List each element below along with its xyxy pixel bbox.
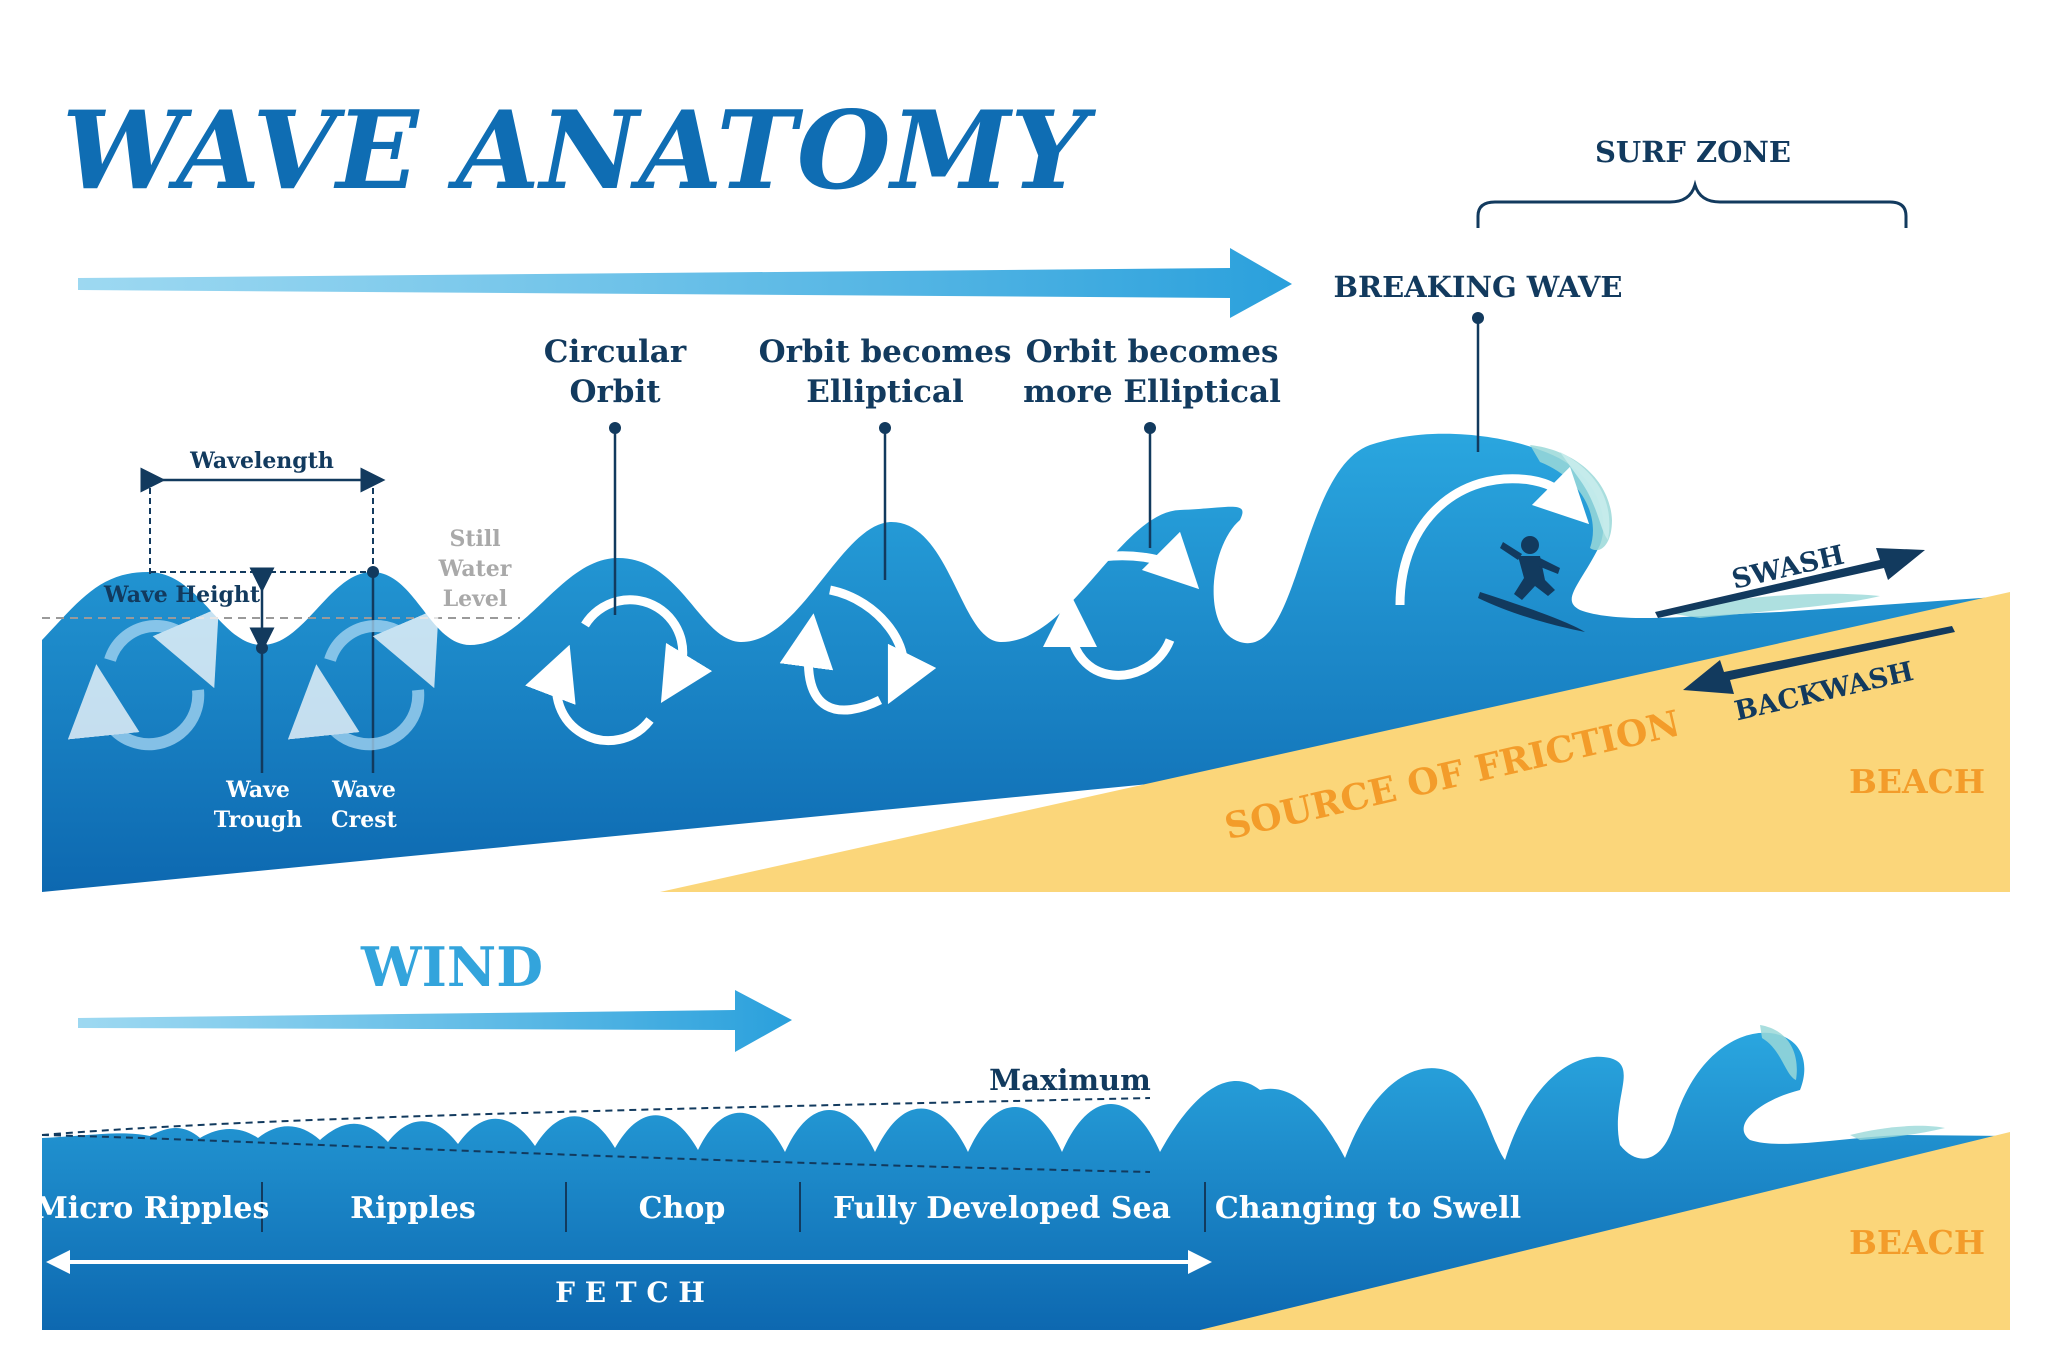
- breaking-pointer-dot: [1472, 312, 1484, 324]
- circular-orbit-icon: [525, 595, 713, 746]
- swash-foam: [1660, 593, 1880, 618]
- stage-micro-ripples: Micro Ripples: [35, 1191, 270, 1226]
- orbit-icon-1: [67, 607, 219, 751]
- surf-zone-label: SURF ZONE: [1595, 135, 1791, 169]
- bottom-breaking-foam: [1760, 1025, 1797, 1080]
- swash-arrow: [1655, 548, 1925, 618]
- top-beach-label: BEACH: [1849, 762, 1985, 801]
- elliptical-label: Orbit becomes: [759, 334, 1012, 370]
- backwash-arrow: [1683, 626, 1955, 694]
- bottom-beach-sand: [1200, 1132, 2010, 1330]
- still-water-label-2: Water: [438, 556, 512, 582]
- elliptical-pointer-dot: [879, 422, 891, 434]
- top-panel: SURF ZONE BREAKING WAVE Circular Orbit O…: [42, 135, 2010, 892]
- wave-height-label: Wave Height: [103, 582, 261, 608]
- fetch-label: F E T C H: [555, 1276, 705, 1309]
- more-elliptical-label: Orbit becomes: [1026, 334, 1279, 370]
- bottom-swash-foam: [1850, 1125, 1945, 1140]
- stage-chop: Chop: [639, 1191, 726, 1226]
- circular-pointer-dot: [609, 422, 621, 434]
- orbit-icon-2: [287, 607, 439, 751]
- wave-direction-arrow: [78, 248, 1292, 318]
- breaking-wave-arrow: [1395, 466, 1590, 606]
- wave-trough-label-2: Trough: [214, 807, 302, 833]
- elliptical-label-2: Elliptical: [806, 374, 963, 410]
- top-beach-sand: [660, 592, 2010, 892]
- maximum-label: Maximum: [989, 1063, 1151, 1097]
- wave-trough-label: Wave: [225, 777, 290, 803]
- still-water-label-3: Level: [443, 586, 508, 612]
- maximum-envelope-bottom: [41, 1134, 1151, 1173]
- wave-crest-label: Wave: [331, 777, 396, 803]
- surfer-icon: [1478, 536, 1585, 632]
- more-elliptical-orbit-icon: [1043, 531, 1200, 680]
- maximum-envelope-top: [41, 1097, 1151, 1136]
- stage-ripples: Ripples: [350, 1191, 476, 1226]
- still-water-label: Still: [449, 526, 500, 552]
- wind-label: WIND: [360, 935, 543, 999]
- circular-orbit-label: Circular: [544, 334, 687, 370]
- breaking-wave-label: BREAKING WAVE: [1333, 270, 1622, 304]
- page-title: WAVE ANATOMY: [62, 88, 1096, 214]
- more-elliptical-label-2: more Elliptical: [1023, 374, 1281, 410]
- stage-fully-developed-sea: Fully Developed Sea: [833, 1191, 1171, 1226]
- bottom-beach-label: BEACH: [1849, 1223, 1985, 1262]
- stage-changing-to-swell: Changing to Swell: [1215, 1191, 1521, 1226]
- surf-zone-brace: [1476, 179, 1908, 228]
- top-water: [42, 433, 2010, 892]
- wavelength-label: Wavelength: [189, 448, 334, 474]
- elliptical-orbit-icon: [779, 585, 937, 715]
- wave-crest-label-2: Crest: [331, 807, 397, 833]
- wind-arrow: [78, 990, 792, 1052]
- bottom-panel: WIND Maximum Micro Ripples Ripples Chop …: [35, 935, 2010, 1330]
- more-elliptical-pointer-dot: [1144, 422, 1156, 434]
- circular-orbit-label-2: Orbit: [569, 374, 661, 410]
